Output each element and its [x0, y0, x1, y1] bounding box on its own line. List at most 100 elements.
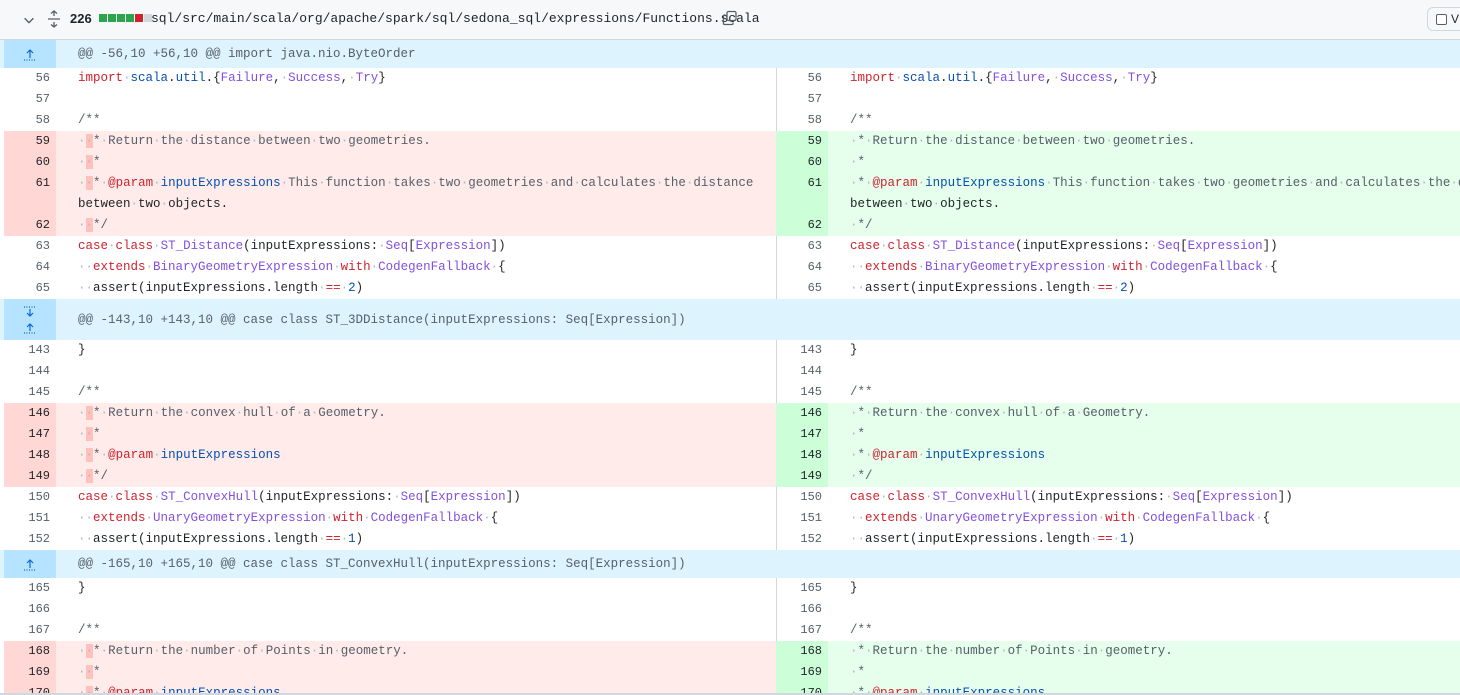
new-line-number[interactable]: 63 [807, 239, 822, 253]
new-line-number[interactable]: 57 [807, 92, 822, 106]
new-line-number[interactable]: 64 [807, 260, 822, 274]
split-divider [776, 278, 777, 299]
old-line-number[interactable]: 60 [4, 152, 56, 173]
old-line-number[interactable]: 144 [28, 364, 50, 378]
split-divider [776, 110, 777, 131]
new-line-number[interactable]: 152 [800, 532, 822, 546]
expand-icon[interactable] [4, 299, 56, 340]
expand-icon[interactable] [4, 40, 56, 68]
new-line-number[interactable]: 62 [776, 215, 828, 236]
old-line-number[interactable]: 148 [4, 445, 56, 466]
diff-row: 169··*169·* [0, 662, 1460, 683]
old-line-number[interactable]: 61 [4, 173, 56, 194]
old-line-number[interactable]: 143 [28, 343, 50, 357]
old-line-number[interactable]: 169 [4, 662, 56, 683]
new-line-number[interactable]: 167 [800, 623, 822, 637]
old-code-line [56, 599, 776, 620]
old-line-number[interactable]: 170 [4, 683, 56, 695]
old-line-number[interactable]: 150 [28, 490, 50, 504]
new-line-number[interactable]: 146 [776, 403, 828, 424]
old-code-line: ··*/ [56, 215, 776, 236]
new-line-number[interactable]: 59 [776, 131, 828, 152]
expand-icon[interactable] [4, 550, 56, 578]
old-line-number[interactable]: 167 [28, 623, 50, 637]
new-line-number[interactable]: 169 [776, 662, 828, 683]
old-line-number[interactable]: 64 [35, 260, 50, 274]
split-divider [776, 487, 777, 508]
old-line-number[interactable]: 149 [4, 466, 56, 487]
new-code-line: } [850, 343, 858, 357]
old-code-line: case·class·ST_ConvexHull(inputExpression… [78, 490, 521, 504]
new-line-number[interactable]: 148 [776, 445, 828, 466]
old-line-number[interactable]: 63 [35, 239, 50, 253]
new-line-number[interactable]: 165 [800, 581, 822, 595]
diff-row: 57 57 [0, 89, 1460, 110]
chevron-down-icon[interactable] [22, 13, 36, 27]
new-line-number[interactable]: 168 [776, 641, 828, 662]
new-code-line: ··extends·BinaryGeometryExpression·with·… [850, 260, 1278, 274]
diff-row: 58/**58/** [0, 110, 1460, 131]
new-line-number[interactable]: 143 [800, 343, 822, 357]
old-line-number[interactable]: 56 [35, 71, 50, 85]
viewed-checkbox[interactable]: V [1427, 7, 1460, 31]
new-line-number[interactable]: 147 [776, 424, 828, 445]
old-line-number[interactable]: 147 [4, 424, 56, 445]
new-code-line: } [850, 581, 858, 595]
new-code-line: ·*·@param·inputExpressions [828, 683, 1460, 695]
old-line-number[interactable]: 168 [4, 641, 56, 662]
hunk-header: @@ -165,10 +165,10 @@ case class ST_Conv… [0, 550, 1460, 578]
old-line-number[interactable]: 145 [28, 385, 50, 399]
diff-row: between·two·objects.between·two·objects. [0, 194, 1460, 215]
new-line-number[interactable]: 56 [807, 71, 822, 85]
diff-row: 147··*147·* [0, 424, 1460, 445]
new-line-number[interactable]: 65 [807, 281, 822, 295]
new-code-line: ··assert(inputExpressions.length·==·2) [850, 281, 1136, 295]
old-line-number[interactable]: 166 [28, 602, 50, 616]
new-line-number[interactable]: 61 [776, 173, 828, 194]
old-line-number[interactable]: 58 [35, 113, 50, 127]
new-line-number[interactable]: 150 [800, 490, 822, 504]
new-line-number[interactable]: 144 [800, 364, 822, 378]
old-line-number[interactable]: 57 [35, 92, 50, 106]
diff-row: 149··*/149·*/ [0, 466, 1460, 487]
unfold-icon[interactable] [46, 10, 62, 28]
old-line-number[interactable]: 152 [28, 532, 50, 546]
new-code-line: ·*·Return·the·convex·hull·of·a·Geometry. [828, 403, 1460, 424]
copy-icon[interactable] [722, 10, 738, 26]
diff-row: 63 case·class·ST_Distance(inputExpression… [0, 236, 1460, 257]
old-line-number[interactable] [4, 194, 56, 215]
new-code-line: ··extends·UnaryGeometryExpression·with·C… [850, 511, 1271, 525]
diff-row: 168··*·Return·the·number·of·Points·in·ge… [0, 641, 1460, 662]
old-line-number[interactable]: 151 [28, 511, 50, 525]
new-code-line: ··assert(inputExpressions.length·==·1) [850, 532, 1136, 546]
new-line-number[interactable]: 151 [800, 511, 822, 525]
new-code-line: ·* [828, 152, 1460, 173]
new-line-number[interactable]: 58 [807, 113, 822, 127]
old-line-number[interactable]: 65 [35, 281, 50, 295]
new-line-number[interactable]: 60 [776, 152, 828, 173]
old-line-number[interactable]: 59 [4, 131, 56, 152]
old-line-number[interactable]: 146 [4, 403, 56, 424]
new-line-number[interactable]: 149 [776, 466, 828, 487]
new-line-number[interactable]: 166 [800, 602, 822, 616]
new-line-number[interactable] [776, 194, 828, 215]
old-code-line: ··assert(inputExpressions.length·==·1) [78, 532, 364, 546]
old-code-line: case·class·ST_Distance(inputExpressions:… [78, 239, 506, 253]
file-path[interactable]: sql/src/main/scala/org/apache/spark/sql/… [151, 11, 760, 26]
diff-row: 146··*·Return·the·convex·hull·of·a·Geome… [0, 403, 1460, 424]
diffstat-square [144, 14, 152, 22]
new-code-line: /** [850, 113, 873, 127]
new-line-number[interactable]: 145 [800, 385, 822, 399]
old-line-number[interactable]: 62 [4, 215, 56, 236]
checkbox-icon[interactable] [1436, 13, 1447, 25]
split-divider [776, 340, 777, 361]
diff-row: 60··*60·* [0, 152, 1460, 173]
divider [0, 693, 1460, 695]
old-code-line: } [78, 581, 86, 595]
diff-row: 59··*·Return·the·distance·between·two·ge… [0, 131, 1460, 152]
new-line-number[interactable]: 170 [776, 683, 828, 695]
old-line-number[interactable]: 165 [28, 581, 50, 595]
diff-row: 151 ··extends·UnaryGeometryExpression·wit… [0, 508, 1460, 529]
